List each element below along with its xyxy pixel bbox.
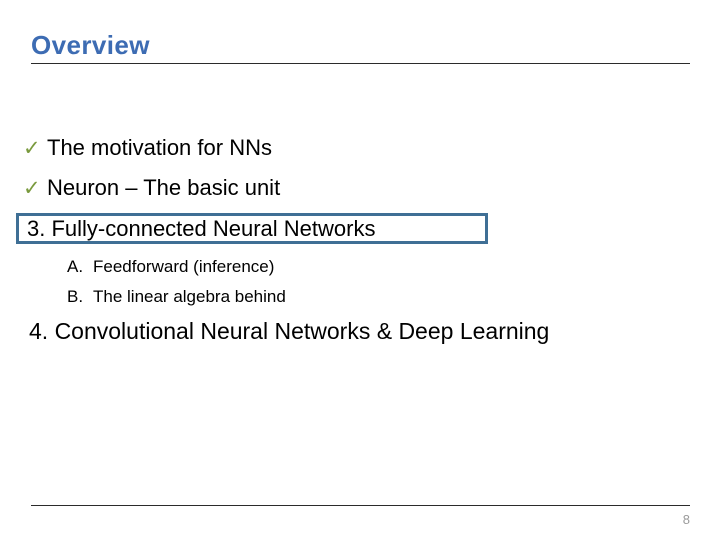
sub-list-item-marker: B. [67, 287, 84, 306]
title-divider [31, 63, 690, 64]
list-item: ✓ Neuron – The basic unit [23, 168, 720, 208]
highlighted-outline-box: 3. Fully-connected Neural Networks [16, 213, 488, 244]
outline-item-4: 4. Convolutional Neural Networks & Deep … [29, 318, 550, 344]
sub-list-item: B. The linear algebra behind [67, 282, 587, 312]
page-number: 8 [682, 512, 690, 527]
sub-list-item-marker: A. [67, 257, 84, 276]
sub-list-item: A. Feedforward (inference) [67, 252, 587, 282]
list-item-label: The motivation for NNs [47, 135, 272, 160]
list-item: ✓ The motivation for NNs [23, 128, 720, 168]
list-item-label: Neuron – The basic unit [47, 175, 281, 200]
sub-list-item-label: Feedforward (inference) [93, 257, 275, 276]
highlighted-outline-label: 3. Fully-connected Neural Networks [27, 215, 376, 241]
page-title: Overview [31, 30, 150, 60]
check-icon: ✓ [23, 177, 41, 200]
sub-list: A. Feedforward (inference) B. The linear… [67, 252, 587, 312]
sub-list-item-label: The linear algebra behind [93, 287, 286, 306]
check-icon: ✓ [23, 137, 41, 160]
footer-divider [31, 505, 690, 506]
slide-body: ✓ The motivation for NNs ✓ Neuron – The … [0, 128, 720, 344]
